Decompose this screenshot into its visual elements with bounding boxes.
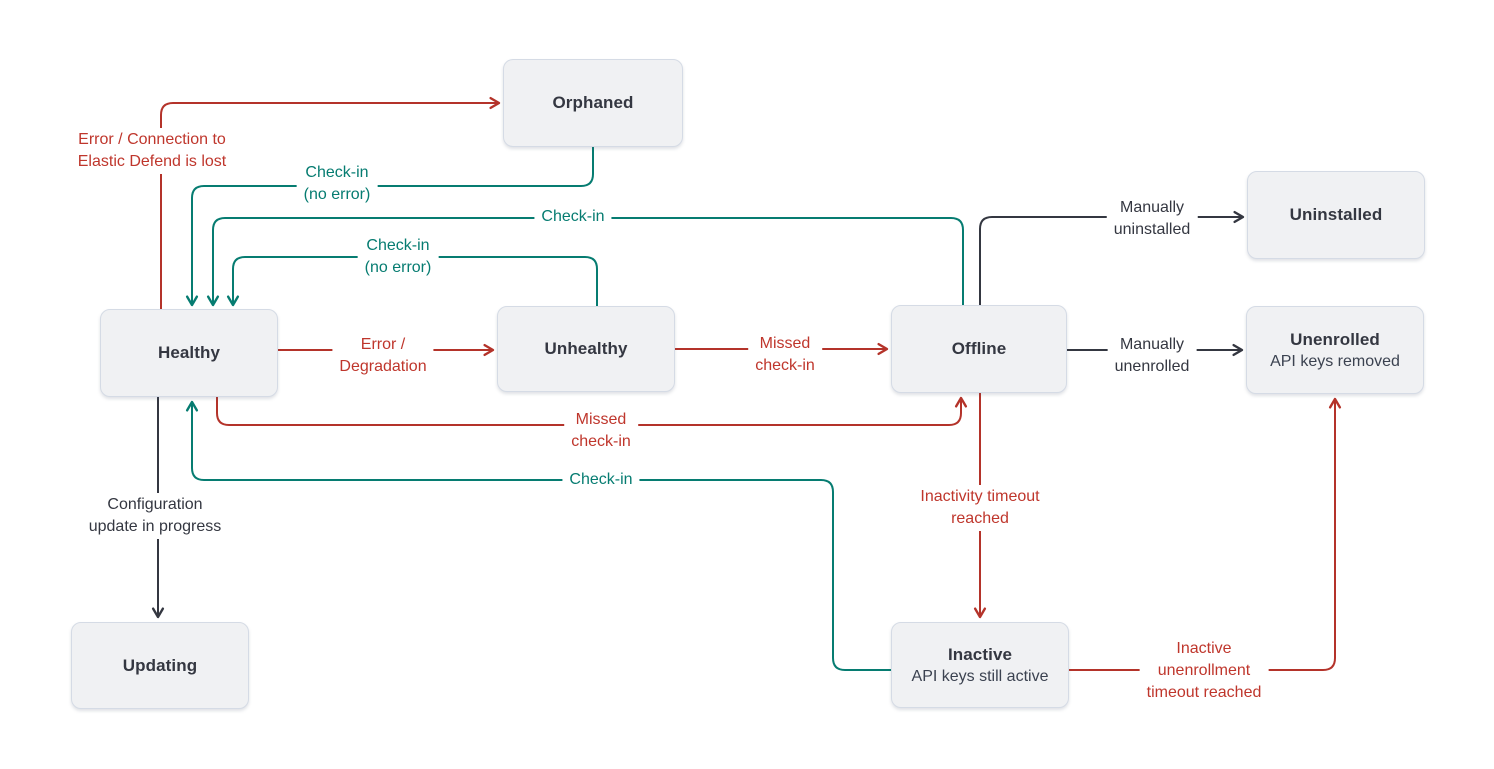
edge-label-error-connection: Error / Connection to Elastic Defend is … [70, 128, 234, 174]
node-unenrolled-sublabel: API keys removed [1270, 352, 1400, 370]
node-orphaned: Orphaned [503, 59, 683, 147]
node-unenrolled: Unenrolled API keys removed [1246, 306, 1424, 394]
edge-inactive-to-healthy [185, 400, 891, 671]
node-unhealthy: Unhealthy [497, 306, 675, 392]
edge-healthy-to-orphaned [160, 96, 501, 309]
node-updating: Updating [71, 622, 249, 709]
node-orphaned-label: Orphaned [552, 93, 634, 112]
node-healthy: Healthy [100, 309, 278, 397]
node-inactive-label: Inactive [947, 644, 1013, 664]
node-uninstalled: Uninstalled [1247, 171, 1425, 259]
edge-offline-to-healthy [206, 217, 964, 307]
edge-label-error-degradation: Error / Degradation [332, 333, 434, 379]
edge-label-missed-checkin-healthy: Missed check-in [564, 408, 638, 454]
edge-label-checkin-from-inactive: Check-in [562, 468, 640, 492]
edge-label-manually-uninstalled: Manually uninstalled [1106, 196, 1198, 242]
node-inactive-sublabel: API keys still active [911, 667, 1049, 685]
edge-label-checkin-no-error-unhealthy: Check-in (no error) [357, 234, 439, 280]
node-uninstalled-label: Uninstalled [1289, 205, 1383, 224]
node-updating-label: Updating [122, 655, 198, 675]
edge-label-checkin-from-offline: Check-in [534, 205, 612, 229]
node-inactive: Inactive API keys still active [891, 622, 1069, 708]
edge-label-inactive-unenrollment: Inactive unenrollment timeout reached [1139, 637, 1269, 705]
edge-offline-to-uninstalled [979, 210, 1245, 305]
node-offline-label: Offline [951, 339, 1007, 358]
node-unenrolled-label: Unenrolled [1290, 329, 1380, 349]
node-unhealthy-label: Unhealthy [544, 339, 628, 358]
edge-label-missed-checkin-unhealthy: Missed check-in [748, 332, 822, 378]
node-offline: Offline [891, 305, 1067, 393]
edge-label-manually-unenrolled: Manually unenrolled [1107, 333, 1197, 379]
edge-label-checkin-no-error-orphaned: Check-in (no error) [296, 161, 378, 207]
edge-label-inactivity-timeout: Inactivity timeout reached [913, 485, 1047, 531]
edge-inactive-to-unenrolled [1069, 397, 1342, 671]
edge-label-config-update: Configuration update in progress [81, 493, 229, 539]
edge-orphaned-to-healthy [185, 147, 594, 307]
node-healthy-label: Healthy [157, 343, 221, 362]
